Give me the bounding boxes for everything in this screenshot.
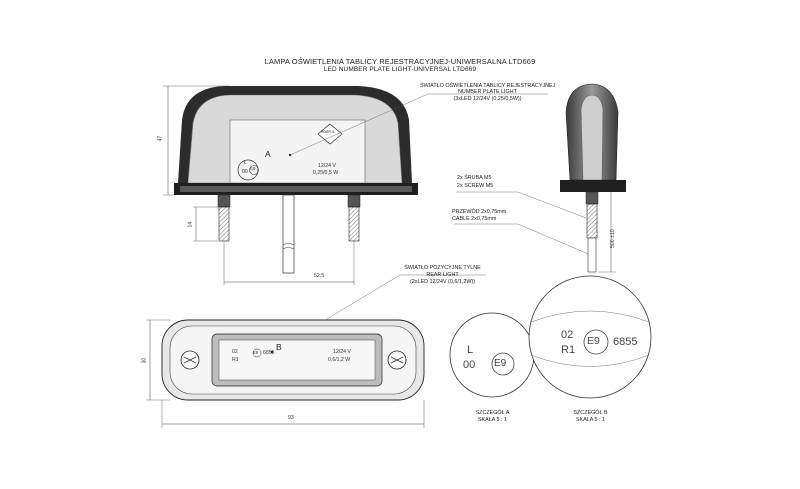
detail-a xyxy=(449,312,535,398)
callout-plate-light-1: ŚWIATŁO OŚWIETLENIA TABLICY REJESTRACYJN… xyxy=(420,83,556,89)
detail-a-circle xyxy=(449,312,535,398)
detail-b xyxy=(528,275,652,399)
bottom-watts: 0,6/1,2 W xyxy=(328,357,351,363)
front-mark-l: L xyxy=(244,160,247,166)
dim-cable-length: 500 ±10 xyxy=(609,229,616,248)
bottom-mark-e: E9 xyxy=(253,350,259,355)
callout-position-light-1: ŚWIATŁO POZYCYJNE TYLNE xyxy=(404,265,481,271)
detail-b-caption: SZCZEGÓŁ B xyxy=(573,410,608,416)
label-b: B xyxy=(276,342,282,352)
bottom-voltage: 12/24 V xyxy=(333,349,351,355)
side-base xyxy=(560,180,626,192)
side-thread xyxy=(586,203,598,239)
detail-a-e: E9 xyxy=(494,358,507,369)
left-stud xyxy=(217,194,231,242)
leader-plate-light xyxy=(289,93,429,156)
detail-b-e: E9 xyxy=(587,335,600,347)
right-stud xyxy=(347,194,361,242)
dim-spacing: 52,5 xyxy=(314,273,325,279)
callout-screws-1: 2x ŚRUBA M5 xyxy=(457,175,492,181)
bottom-mark-02: 02 xyxy=(232,349,238,355)
front-mark-e: E9 xyxy=(250,166,256,171)
bottom-e-mark-circle xyxy=(252,348,262,358)
dim-height: 47 xyxy=(157,135,164,142)
cable-break xyxy=(282,243,295,250)
horpol-logo-text: HORPOL xyxy=(321,130,335,134)
front-marking-circle xyxy=(237,159,259,181)
bottom-mark-num: 6855 xyxy=(263,350,275,356)
drawing-subtitle: LED NUMBER PLATE LIGHT-UNIVERSAL LTD669 xyxy=(323,66,477,73)
drawing-title: LAMPA OŚWIETLENIA TABLICY REJESTRACYJNEJ… xyxy=(264,57,536,66)
bottom-view xyxy=(146,319,425,428)
callout-position-light-2: REAR LIGHT xyxy=(426,272,459,278)
label-a: A xyxy=(265,149,271,159)
bottom-point-b xyxy=(270,350,274,354)
callout-plate-light-3: (3xLED 12/24V (0,25/0,5W)) xyxy=(453,96,522,102)
detail-a-num: 00 xyxy=(463,359,476,371)
callout-position-light-3: (2xLED 12/24V (0,6/1,2W)) xyxy=(409,279,475,285)
horpol-logo-icon xyxy=(317,123,343,145)
side-cable xyxy=(587,237,597,273)
callout-cable-2: CABLE 2x0,75mm xyxy=(452,216,497,222)
detail-b-r1: R1 xyxy=(561,344,576,356)
dim-depth: 30 xyxy=(141,357,148,364)
detail-b-02: 02 xyxy=(561,329,574,341)
callout-plate-light-2: NUMBER PLATE LIGHT xyxy=(458,89,517,95)
front-cable xyxy=(282,194,295,274)
detail-b-circle xyxy=(528,275,652,399)
side-view xyxy=(560,83,626,273)
detail-a-caption: SZCZEGÓŁ A xyxy=(475,410,510,416)
detail-b-e-circle xyxy=(583,329,609,355)
front-view xyxy=(163,85,418,285)
dim-width: 93 xyxy=(288,415,294,421)
callout-cable-1: PRZEWÓD 2x0,75mm xyxy=(452,209,507,215)
front-e-mark-circle xyxy=(249,165,259,175)
detail-a-scale: SKALA 5 : 1 xyxy=(477,417,508,423)
bottom-lens xyxy=(218,339,376,381)
side-nut xyxy=(585,191,599,205)
front-watts: 0,25/0,5 W xyxy=(313,170,339,176)
side-lens xyxy=(580,94,604,181)
detail-a-e-circle xyxy=(491,352,515,376)
leader-screws xyxy=(517,191,587,219)
callout-screws-2: 2x SCREW M5 xyxy=(457,183,494,189)
front-base-flange-highlight xyxy=(180,186,412,192)
front-voltage: 12/24 V xyxy=(318,163,336,169)
detail-a-l: L xyxy=(467,344,474,356)
detail-b-scale: SKALA 5 : 1 xyxy=(575,417,606,423)
dim-thread: 14 xyxy=(187,221,194,228)
leader-cable xyxy=(517,223,594,257)
front-mark-num: 00 xyxy=(242,169,248,175)
detail-b-num: 6855 xyxy=(613,336,638,348)
bottom-mark-r1: R1 xyxy=(232,357,239,363)
